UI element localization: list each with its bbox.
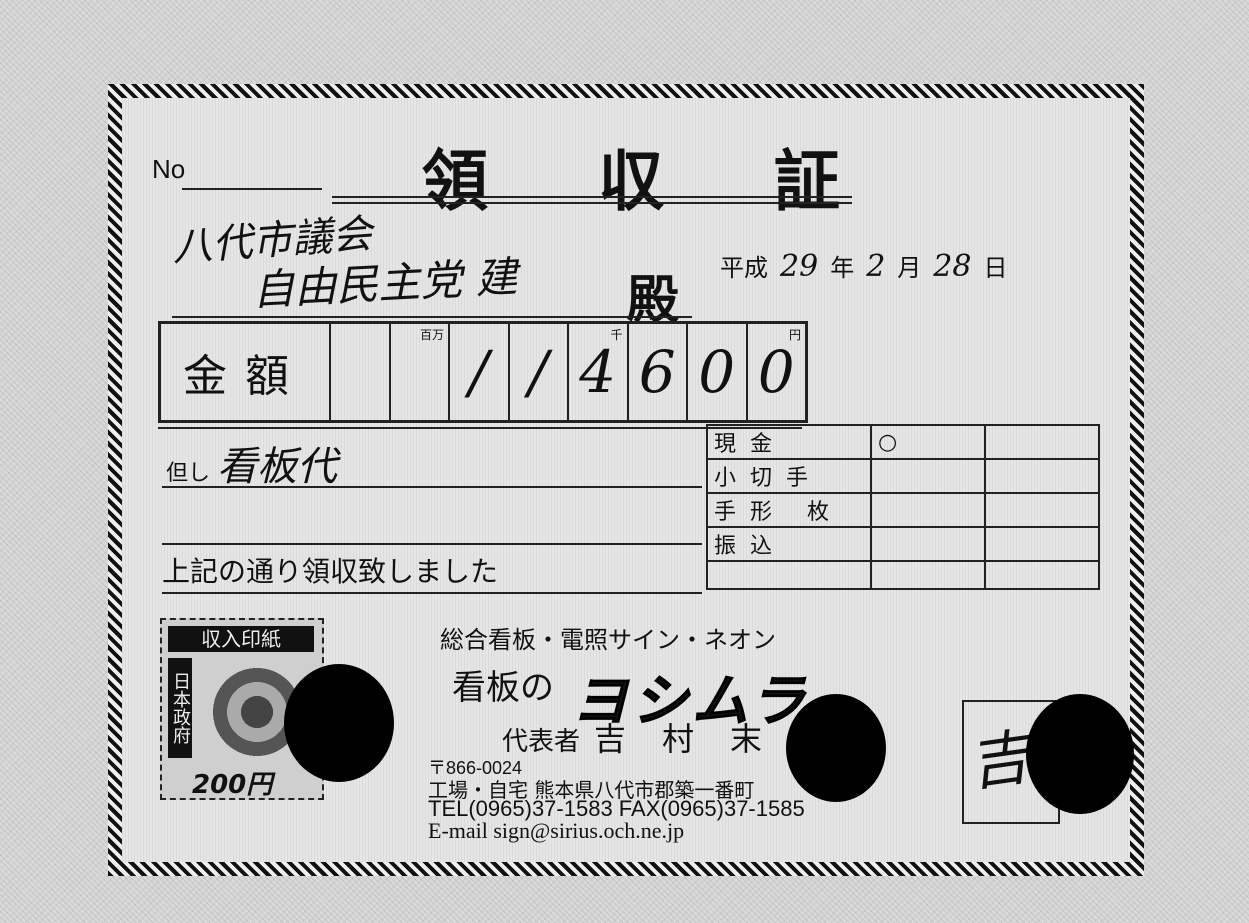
purpose-value: 看板代 <box>217 444 338 490</box>
stamp-value: 200円 <box>192 770 273 800</box>
receipt-title: 領収証 <box>422 143 950 220</box>
amount-digit-value: / <box>528 338 549 406</box>
payment-label: 現金 <box>706 424 872 460</box>
amount-digit-value: 0 <box>698 338 736 406</box>
unit-en: 円 <box>788 328 801 342</box>
amount-digit-value: 4 <box>579 338 617 406</box>
amount-digit-2: 百万 <box>391 324 450 420</box>
representative-label: 代表者 <box>502 727 581 757</box>
date-day-unit: 日 <box>983 254 1008 282</box>
redaction-mark <box>786 694 886 802</box>
recipient-line2: 自由民主党 建 <box>251 243 519 318</box>
phone-fax: TEL(0965)37-1583 FAX(0965)37-1585 <box>428 796 805 821</box>
payment-mark <box>870 526 986 562</box>
date-era: 平成 <box>720 254 768 282</box>
amount-digit-4: / <box>510 324 569 420</box>
email-address: E-mail sign@sirius.och.ne.jp <box>428 818 685 843</box>
unit-hyakuman: 百万 <box>419 328 444 342</box>
payment-row-bill: 手形 枚 <box>706 492 1100 528</box>
amount-digit-value: / <box>468 338 489 406</box>
business-prefix: 看板の <box>452 668 554 708</box>
payment-mark <box>870 492 986 528</box>
payment-row-blank <box>706 560 1100 590</box>
date-year-unit: 年 <box>830 254 855 282</box>
business-description: 総合看板・電照サイン・ネオン <box>440 626 776 654</box>
company-address: 工場・自宅 熊本県八代市郡築一番町 <box>428 778 755 802</box>
amount-digit-1 <box>331 324 391 420</box>
payment-label: 小切手 <box>706 458 872 494</box>
purpose-underline <box>162 486 702 488</box>
revenue-stamp: 収入印紙 日本政府 200円 <box>160 618 324 800</box>
received-statement: 上記の通り領収致しました <box>162 555 499 588</box>
statement-underline <box>162 592 702 594</box>
payment-mark: ○ <box>870 424 986 460</box>
date-day: 28 <box>933 249 972 284</box>
payment-mark <box>870 458 986 494</box>
title-underline <box>332 196 852 198</box>
amount-digit-7: 0 <box>688 324 748 420</box>
redaction-mark <box>284 664 394 782</box>
receipt-number-line <box>182 188 322 190</box>
receipt-number-label: No <box>152 154 186 184</box>
payment-mark <box>870 560 986 590</box>
payment-extra <box>984 560 1100 590</box>
blank-line <box>162 543 702 545</box>
amount-underline <box>158 427 802 429</box>
payment-row-cash: 現金 ○ <box>706 424 1100 460</box>
recipient-party: 自由民主党 <box>251 254 464 315</box>
payment-extra <box>984 492 1100 528</box>
amount-label: 金額 <box>161 324 331 420</box>
amount-digit-value: 0 <box>757 338 795 406</box>
payment-extra <box>984 526 1100 562</box>
unit-sen: 千 <box>610 328 623 342</box>
date-month-unit: 月 <box>897 254 922 282</box>
payment-label: 振込 <box>706 526 872 562</box>
stamp-title: 収入印紙 <box>168 626 314 652</box>
stamp-issuer: 日本政府 <box>168 658 192 758</box>
recipient-party-suffix: 建 <box>474 252 519 304</box>
amount-digit-value: 6 <box>638 338 676 406</box>
payment-method-table: 現金 ○ 小切手 手形 枚 振込 <box>706 424 1100 590</box>
recipient-underline <box>172 316 692 318</box>
payment-label <box>706 560 872 590</box>
purpose-label: 但し <box>166 461 211 486</box>
company-logo: ヨシムラ <box>571 669 810 735</box>
redaction-mark <box>1026 694 1134 814</box>
purpose-line: 但し 看板代 <box>166 434 337 492</box>
payment-extra <box>984 424 1100 460</box>
title-underline-second <box>332 202 852 204</box>
date-month: 2 <box>866 249 886 284</box>
amount-digit-6: 6 <box>629 324 688 420</box>
date-year: 29 <box>780 249 819 284</box>
payment-label: 手形 枚 <box>706 492 872 528</box>
postal-code: 〒866-0024 <box>428 758 523 778</box>
payment-row-transfer: 振込 <box>706 526 1100 562</box>
amount-digit-3: / <box>450 324 510 420</box>
payment-row-check: 小切手 <box>706 458 1100 494</box>
payment-extra <box>984 458 1100 494</box>
